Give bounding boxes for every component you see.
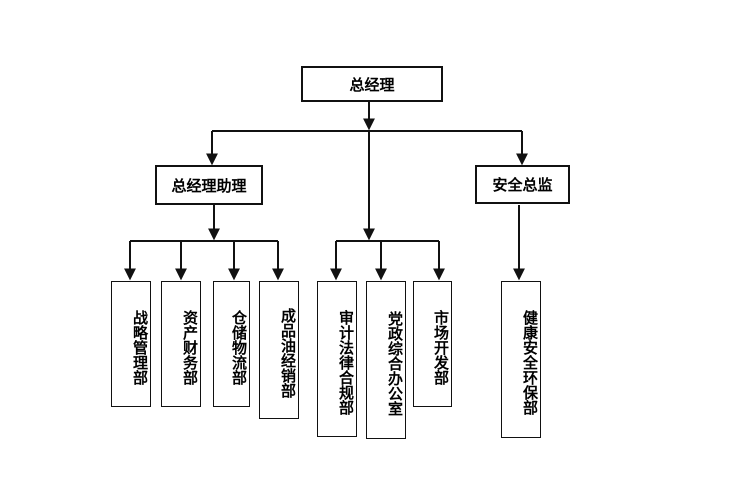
node-dept-logistics: 仓储物流部 <box>213 281 250 407</box>
node-dept-strategy: 战略管理部 <box>111 281 151 407</box>
node-dept-hse: 健康安全环保部 <box>501 281 541 438</box>
node-dept-products: 成品油经销部 <box>259 281 299 419</box>
node-dept-market: 市场开发部 <box>413 281 452 407</box>
node-ceo: 总经理 <box>301 66 443 102</box>
node-assistant: 总经理助理 <box>155 165 263 205</box>
node-dept-audit-legal: 审计法律合规部 <box>317 281 357 437</box>
node-dept-party-office: 党政综合办公室 <box>366 281 406 439</box>
node-safety-director: 安全总监 <box>475 165 570 204</box>
node-dept-asset-finance: 资产财务部 <box>161 281 201 407</box>
